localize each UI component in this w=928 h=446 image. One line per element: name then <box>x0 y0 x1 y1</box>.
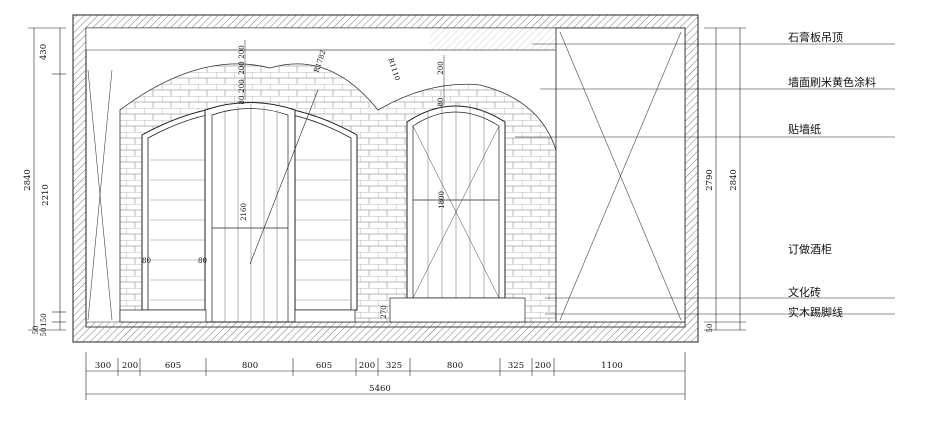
bottom-dim: 325 <box>386 361 402 371</box>
dim-200c: 200 <box>238 79 246 92</box>
left-wall-cross <box>87 69 113 321</box>
right-dim-overall: 2840 <box>729 169 739 191</box>
right-dim-inner: 2790 <box>705 169 715 191</box>
bottom-dim: 605 <box>165 361 181 371</box>
bottom-dim: 200 <box>122 361 138 371</box>
left-base-platform <box>119 309 207 323</box>
left-dim-bottom-b: 50 <box>32 326 40 335</box>
bottom-dim: 800 <box>447 361 463 371</box>
dim-80a: 80 <box>238 96 246 105</box>
bottom-dimension-texts: 300 200 605 800 605 200 325 800 325 200 … <box>95 361 623 394</box>
left-dim-top: 430 <box>39 44 49 60</box>
right-dim-bottom: 50 <box>706 324 714 333</box>
left-dim-bottom-a: 150 <box>40 313 48 326</box>
dim-200d: 200 <box>437 61 445 74</box>
dim-2160: 2160 <box>240 203 248 221</box>
dim-1800: 1800 <box>438 191 446 209</box>
dim-80d: 80 <box>198 257 207 265</box>
left-dim-bottom-c: 50 <box>40 328 48 337</box>
bottom-dimension-lines <box>85 352 686 400</box>
left-dim-overall: 2840 <box>23 169 33 191</box>
label-baseboard: 实木踢脚线 <box>788 305 843 319</box>
bottom-dim: 325 <box>508 361 524 371</box>
dim-80c: 80 <box>142 257 151 265</box>
total-width-dim: 5460 <box>369 384 391 394</box>
label-ceiling: 石膏板吊顶 <box>788 30 843 44</box>
bottom-dim: 200 <box>535 361 551 371</box>
label-wallpaper: 贴墙纸 <box>788 122 821 136</box>
mid-base-platform <box>294 309 356 323</box>
label-culture-brick: 文化砖 <box>788 285 821 299</box>
label-wall-paint: 墙面刷米黄色涂料 <box>788 75 876 89</box>
bottom-dim: 1100 <box>601 361 623 371</box>
bottom-dim: 800 <box>242 361 258 371</box>
right-arch-door <box>389 102 526 323</box>
floor-strip <box>85 321 686 328</box>
label-wine-cabinet: 订做酒柜 <box>788 242 832 256</box>
left-center-door <box>204 89 319 323</box>
bottom-dim: 300 <box>95 361 111 371</box>
left-dimension-lines <box>28 27 66 331</box>
left-dim-middle: 2210 <box>41 184 51 206</box>
dim-80b: 80 <box>437 98 445 107</box>
leader-lines <box>515 43 895 315</box>
dim-200a: 200 <box>238 45 246 58</box>
right-mirror-panel <box>555 27 686 323</box>
right-dimension-lines <box>704 27 746 331</box>
bottom-dim: 200 <box>359 361 375 371</box>
dim-270: 270 <box>380 305 388 318</box>
dim-200b: 200 <box>238 61 246 74</box>
bottom-dim: 605 <box>316 361 332 371</box>
